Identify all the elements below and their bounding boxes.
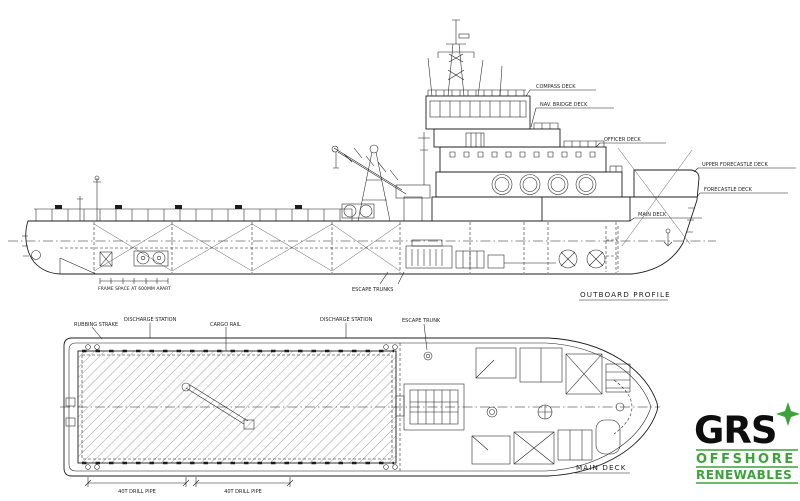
main-deck-plan-view: RUBBING STRAKE DISCHARGE STATION CARGO R… [60, 317, 660, 495]
main-engines [405, 239, 556, 269]
grs-logo: GRS OFFSHORE RENEWABLES [694, 402, 800, 484]
deckhouse-tier4 [433, 128, 561, 148]
deck-crane [331, 144, 431, 222]
deckhouse-tier3 [439, 146, 607, 173]
deck-label-compass: COMPASS DECK [536, 84, 576, 90]
logo-renewables-text: RENEWABLES [696, 468, 792, 482]
deck-label-leaders [525, 89, 796, 222]
deckhouse-tier1 [431, 196, 631, 222]
superstructure [425, 89, 631, 222]
stern-machinery [31, 250, 169, 275]
deck-label-forecastle: FORECASTLE DECK [704, 187, 753, 193]
escape-trunk-leaders [379, 271, 405, 285]
plan-compartments [395, 347, 633, 465]
draft-marks [22, 207, 695, 257]
deck-plan-inner-line [68, 342, 651, 472]
railings [427, 89, 623, 172]
bow-bulwark [633, 169, 700, 198]
bow-leader-lines [617, 147, 693, 247]
deck-label-nav-bridge: NAV. BRIDGE DECK [540, 102, 588, 108]
rubbing-strake-label: RUBBING STRAKE [74, 322, 118, 328]
drill-pipe-label-1: 40T DRILL PIPE [118, 489, 156, 495]
aft-mast [418, 132, 430, 185]
portholes [491, 174, 597, 195]
plan-caption: MAIN DECK [576, 463, 627, 472]
wheelhouse-windows [429, 100, 527, 118]
cargo-rail [34, 205, 353, 221]
discharge-station-label-2: DISCHARGE STATION [320, 317, 373, 323]
drill-pipe-label-2: 40T DRILL PIPE [224, 489, 262, 495]
logo-offshore-text: OFFSHORE [696, 452, 796, 467]
deck-plan-outline [63, 337, 658, 477]
frame-note-label: FRAME SPACE AT 600MM APART [98, 286, 171, 292]
escape-trunks-label: ESCAPE TRUNKS [352, 287, 393, 293]
frame-spacing-ticks [99, 278, 169, 284]
mooring-bitts [65, 344, 398, 470]
deck-label-officer: OFFICER DECK [604, 137, 641, 143]
logo-star-icon [776, 402, 800, 426]
deck-label-main: MAIN DECK [638, 212, 667, 218]
chain-locker [605, 226, 619, 272]
logo-brand-text: GRS [694, 409, 777, 452]
hull-outline [25, 177, 700, 275]
deck-label-upper-forecastle: UPPER FORECASTLE DECK [702, 162, 769, 168]
plan-label-leaders [91, 323, 428, 351]
cargo-rail-label: CARGO RAIL [210, 322, 241, 328]
outboard-profile-view: COMPASS DECK NAV. BRIDGE DECK OFFICER DE… [8, 19, 796, 301]
forecastle-deck-line [541, 196, 698, 222]
exhaust-casing [465, 132, 485, 148]
anchor [663, 228, 673, 247]
profile-caption: OUTBOARD PROFILE [580, 290, 671, 299]
stern-vent-posts [77, 175, 101, 221]
discharge-station-label-1: DISCHARGE STATION [124, 317, 177, 323]
drill-pipe-dimensions [84, 477, 294, 487]
deck-cleats [55, 205, 302, 209]
main-mast [427, 19, 503, 97]
escape-trunk-label: ESCAPE TRUNK [402, 318, 441, 324]
deckhouse-tier2 [435, 171, 623, 198]
thrusters [558, 249, 606, 269]
hull-internal-structure [22, 207, 695, 275]
tier3-windows [449, 151, 596, 158]
stowed-crane-boom [181, 382, 255, 430]
cargo-deck-area [77, 343, 401, 471]
